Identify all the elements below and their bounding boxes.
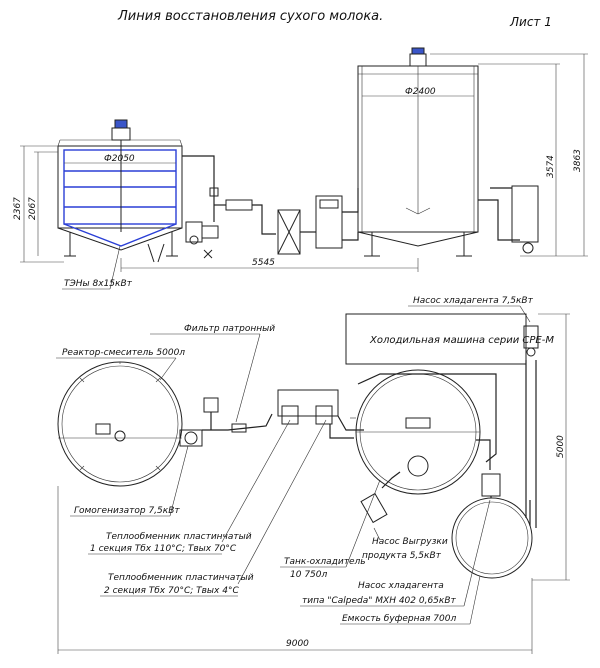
tank-diameter-label: Ф2400 (405, 87, 436, 97)
tank-elevation: Ф2400 (357, 47, 539, 257)
reactor-diameter-label: Ф2050 (104, 154, 135, 164)
label-buffer: Емкость буферная 700л (342, 614, 456, 624)
label-tank-line2: 10 750л (290, 570, 327, 580)
tank-plan (350, 369, 497, 524)
label-chiller-unit: Холодильная машина серии CPE-M (369, 335, 554, 346)
label-pump-unload-line2: продукта 5,5кВт (362, 551, 442, 561)
dim-top-width: 5545 (252, 258, 275, 268)
dim-left-inner: 2067 (28, 197, 38, 220)
reactor-elevation: Ф2050 (57, 119, 219, 263)
dim-right-outer: 3863 (573, 149, 583, 172)
buffer-vessel-plan (451, 473, 533, 579)
label-pump-coolant-line1: Насос хладагента (358, 581, 444, 591)
dim-left-outer: 2367 (13, 197, 23, 220)
sheet-number: Лист 1 (509, 15, 552, 29)
elevation-dimensions: 2367 2067 3574 3863 5545 (13, 53, 588, 272)
label-hx2-line1: Теплообменник пластинчатый (108, 573, 254, 583)
label-reactor: Реактор-смеситель 5000л (62, 348, 185, 358)
drawing-title: Линия восстановления сухого молока. (117, 9, 383, 24)
elevation-view: Ф2050 (13, 47, 588, 323)
dim-plan-height: 5000 (556, 435, 566, 458)
reactor-plan (57, 361, 183, 487)
label-pump-unload-line1: Насос Выгрузки (372, 537, 448, 547)
plan-view: Холодильная машина серии CPE-M (56, 313, 570, 654)
label-pump-chiller: Насос хладагента 7,5кВт (413, 296, 534, 306)
label-filter: Фильтр патронный (184, 324, 275, 334)
label-heaters: ТЭНы 8х15кВт (64, 279, 133, 289)
chiller-unit-box (345, 313, 527, 365)
label-hx1-line1: Теплообменник пластинчатый (106, 532, 252, 542)
label-hx2-line2: 2 секция Тбх 70°С; Твых 4°С (104, 586, 239, 596)
heat-exchanger-elevation (277, 188, 359, 255)
label-tank-line1: Танк-охладитель (284, 557, 366, 567)
filter-elevation (214, 199, 276, 235)
dim-plan-width: 9000 (286, 639, 309, 649)
dim-right-inner: 3574 (546, 155, 556, 178)
label-pump-coolant-line2: типа "Calpeda" МХН 402 0,65кВт (302, 596, 457, 606)
label-homogenizer: Гомогенизатор 7,5кВт (74, 506, 180, 516)
label-hx1-line2: 1 секция Тбх 110°С; Твых 70°С (90, 544, 237, 554)
